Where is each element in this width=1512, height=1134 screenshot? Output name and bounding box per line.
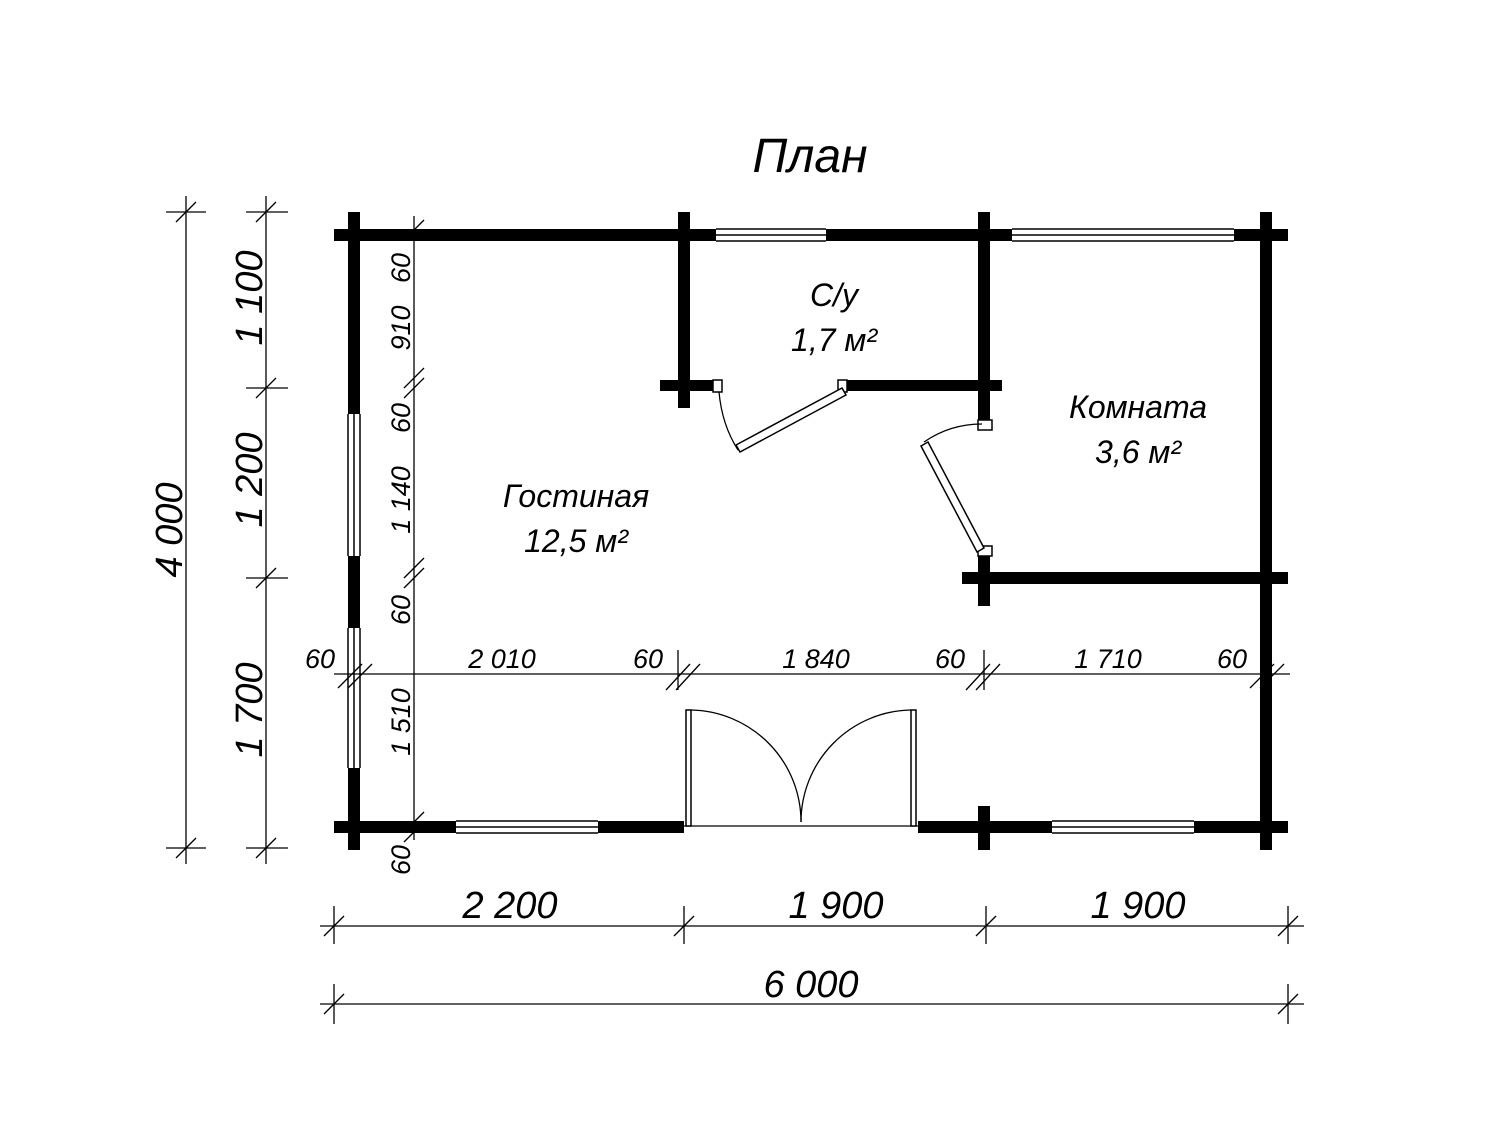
room-area-bathroom: 1,7 м² <box>791 322 878 358</box>
inner-horizontal-dimensions: 60 2 010 60 1 840 60 1 710 60 <box>305 644 1290 691</box>
bottom-column <box>978 806 990 850</box>
dim-overall-height: 4 000 <box>149 482 191 577</box>
room-door-leaf <box>919 440 986 554</box>
dim-bottom-1: 2 200 <box>461 885 557 927</box>
bathroom-left-stub <box>660 380 716 391</box>
dim-inner-h-2: 2 010 <box>467 644 536 674</box>
dim-inner-h-4: 1 840 <box>782 644 850 674</box>
top-wall-middle <box>826 229 1012 241</box>
dim-inner-left-4: 1 140 <box>386 466 416 534</box>
left-wall-bottom <box>348 768 360 850</box>
room-door-swing <box>923 423 983 443</box>
dim-bottom-2: 1 900 <box>788 885 883 927</box>
entrance-door-right-leaf <box>910 709 917 827</box>
doors <box>684 379 993 827</box>
top-wall-left <box>334 229 716 241</box>
windows <box>347 228 1234 834</box>
dim-bottom-3: 1 900 <box>1090 885 1185 927</box>
dim-inner-h-5: 60 <box>935 644 965 674</box>
room-labels: С/у 1,7 м² Комната 3,6 м² Гостиная 12,5 … <box>503 277 1207 559</box>
left-wall-top <box>348 212 360 414</box>
dim-inner-left-5: 60 <box>386 595 416 625</box>
bottom-wall-2 <box>598 821 684 833</box>
room-name-room: Комната <box>1069 389 1207 425</box>
entrance-door-right-swing <box>800 709 912 823</box>
right-wall <box>1260 212 1272 850</box>
dim-overall-width: 6 000 <box>763 964 858 1006</box>
bathroom-left-partition <box>678 212 690 408</box>
room-name-living: Гостиная <box>503 478 649 514</box>
room-area-living: 12,5 м² <box>524 523 629 559</box>
dim-left-1: 1 100 <box>229 250 271 345</box>
dim-inner-left-3: 60 <box>386 403 416 433</box>
left-dimensions: 4 000 1 100 1 200 1 700 <box>149 196 288 864</box>
entrance-door-left-leaf <box>685 709 692 827</box>
bottom-wall-4 <box>1194 821 1288 833</box>
dim-inner-h-3: 60 <box>633 644 663 674</box>
dim-inner-h-1: 60 <box>305 644 335 674</box>
dim-inner-h-7: 60 <box>1217 644 1247 674</box>
dim-inner-left-2: 910 <box>386 305 416 350</box>
entrance-door-left-swing <box>690 709 802 823</box>
walls <box>334 212 1288 850</box>
dim-inner-left-7: 60 <box>386 845 416 875</box>
dim-left-2: 1 200 <box>229 432 271 527</box>
room-bottom-wall <box>962 572 1288 584</box>
inner-left-dimensions: 60 910 60 1 140 60 1 510 60 <box>386 216 425 875</box>
room-left-partition-top <box>978 212 990 428</box>
bathroom-door-swing <box>718 391 739 451</box>
room-name-bathroom: С/у <box>810 277 860 313</box>
bottom-wall-1 <box>334 821 456 833</box>
bathroom-bottom-wall <box>846 380 1002 391</box>
bottom-dimensions: 2 200 1 900 1 900 6 000 <box>320 885 1304 1024</box>
dim-inner-left-6: 1 510 <box>386 688 416 756</box>
dim-inner-left-1: 60 <box>386 253 416 283</box>
dim-inner-h-6: 1 710 <box>1074 644 1142 674</box>
dim-left-3: 1 700 <box>229 662 271 757</box>
bathroom-door-leaf <box>734 386 848 454</box>
left-wall-middle <box>348 556 360 628</box>
plan-title: План <box>753 130 868 183</box>
room-area-room: 3,6 м² <box>1095 434 1182 470</box>
